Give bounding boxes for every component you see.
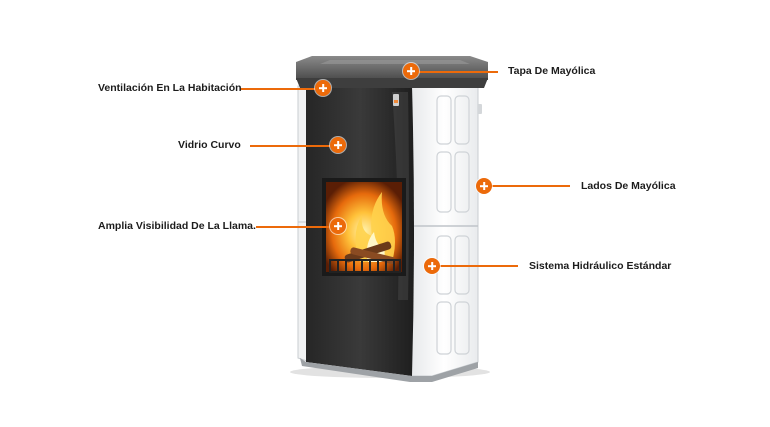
hotspot-visibilidad-button[interactable]: [330, 218, 346, 234]
hotspot-label-visibilidad: Amplia Visibilidad De La Llama.: [98, 220, 256, 232]
hotspot-label-vidrio: Vidrio Curvo: [178, 139, 241, 151]
hotspot-ventilacion-button[interactable]: [315, 80, 331, 96]
connector-line-vidrio: [250, 145, 330, 147]
connector-line-hidraulico: [438, 265, 518, 267]
connector-line-tapa: [418, 71, 498, 73]
connector-line-lados: [490, 185, 570, 187]
hotspot-label-tapa: Tapa De Mayólica: [508, 65, 596, 77]
hotspot-label-lados: Lados De Mayólica: [581, 180, 676, 192]
hotspot-label-hidraulico: Sistema Hidráulico Estándar: [529, 260, 672, 272]
connector-line-ventilacion: [240, 88, 318, 90]
hotspot-vidrio-button[interactable]: [330, 137, 346, 153]
connector-line-visibilidad: [256, 226, 330, 228]
hotspot-tapa-button[interactable]: [403, 63, 419, 79]
hotspot-lados-button[interactable]: [476, 178, 492, 194]
hotspot-hidraulico-button[interactable]: [424, 258, 440, 274]
hotspot-label-ventilacion: Ventilación En La Habitación: [98, 82, 242, 94]
